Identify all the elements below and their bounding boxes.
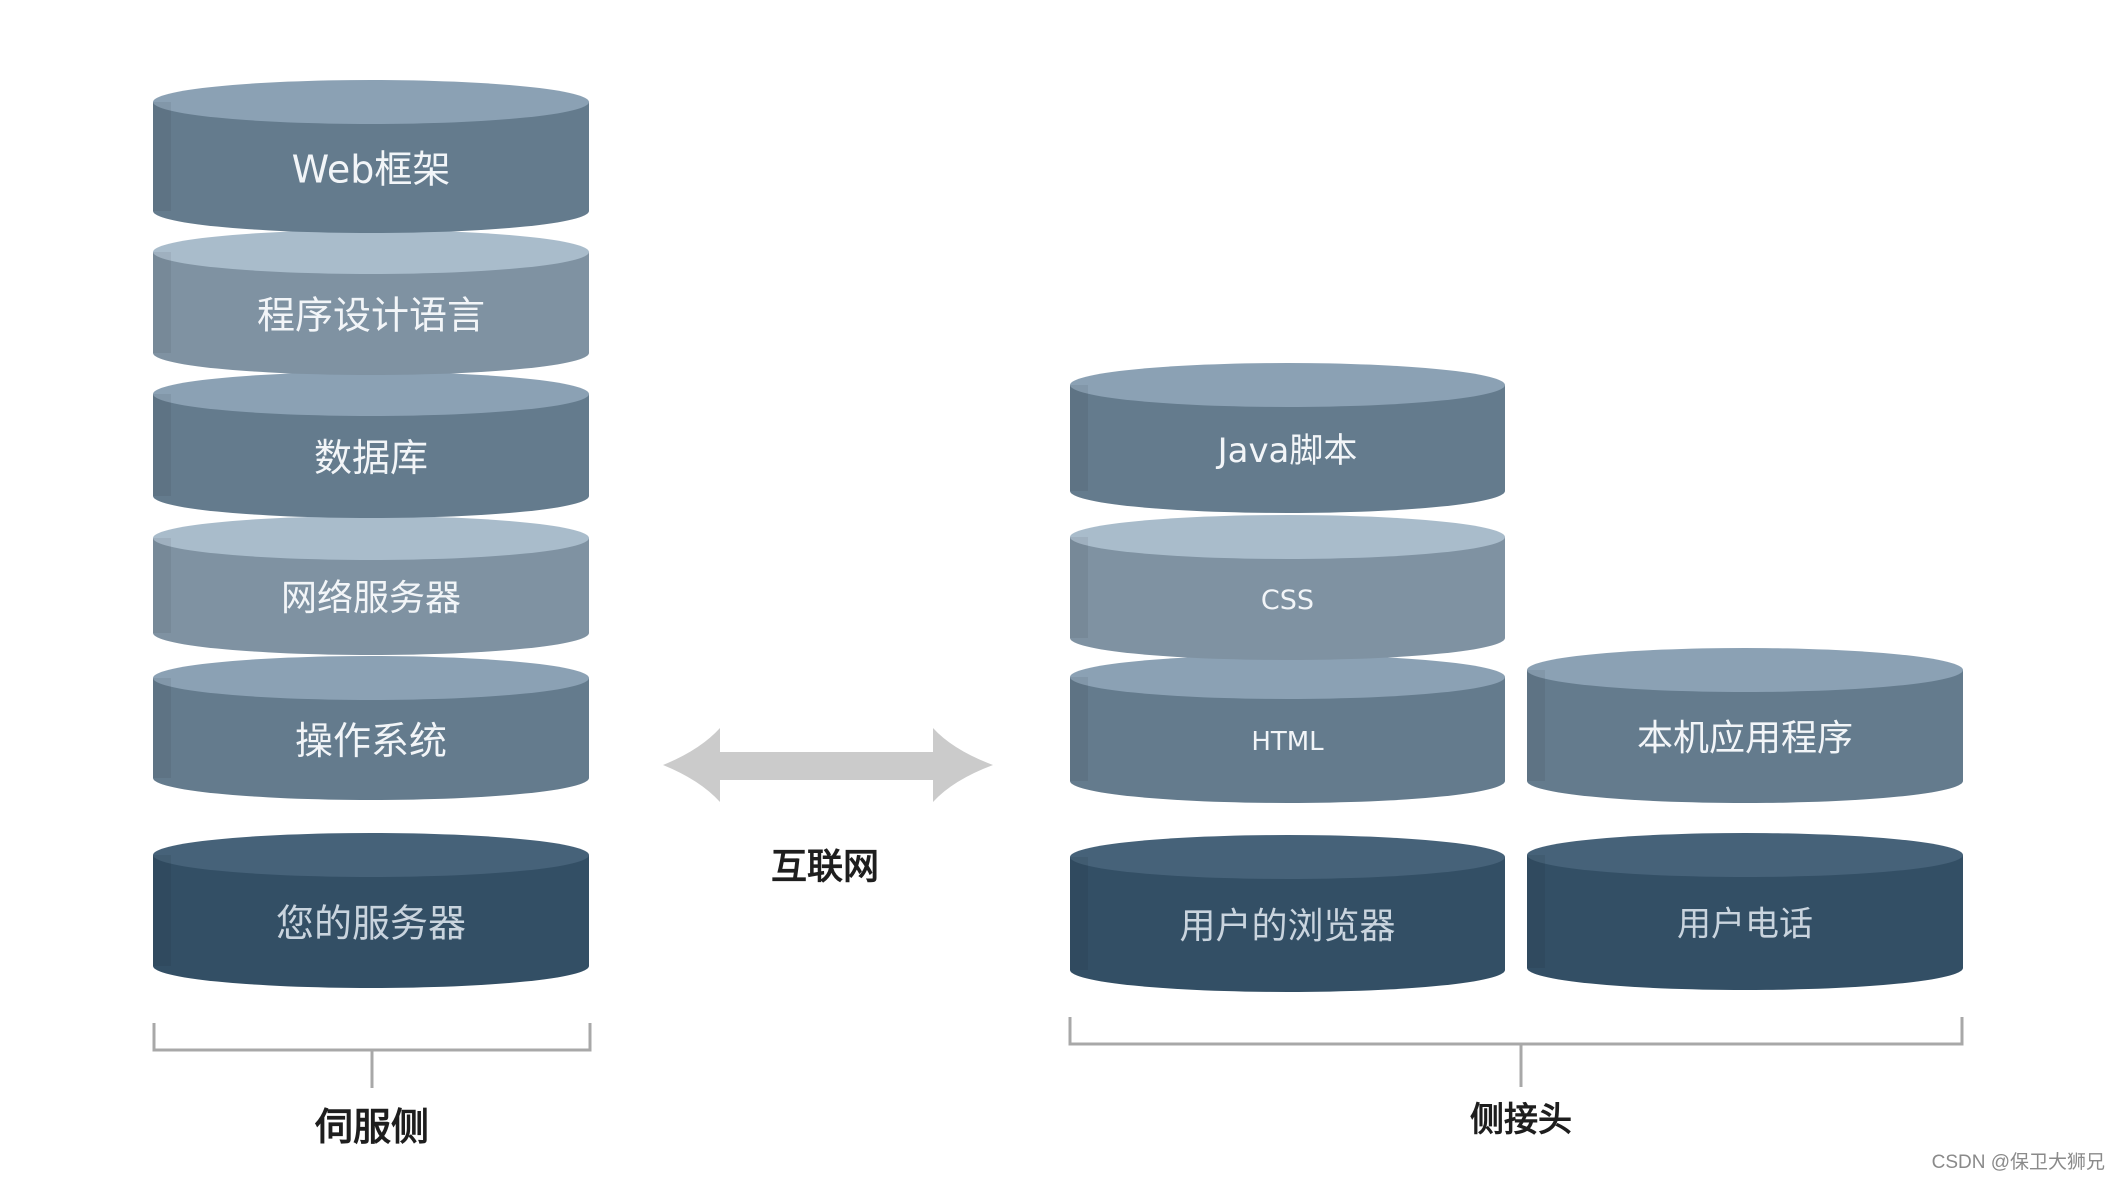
cylinder-edge-shade [1527,855,1545,968]
cylinder-side [153,394,589,518]
cylinder-top [1070,515,1505,559]
layer-label-html: HTML [1251,727,1324,757]
cylinder-edge-shade [153,394,171,496]
cylinder-side [153,538,589,655]
cylinder-top [153,80,589,124]
cylinder-edge-shade [153,538,171,633]
bidirectional-arrow-icon [663,728,993,802]
cylinder-side [1070,677,1505,803]
cylinder-side [1527,670,1963,803]
server-side-bracket: 伺服侧 [152,1023,592,1149]
cylinder-side [153,678,589,800]
cylinder-html: HTML [1070,655,1505,803]
cylinder-top [153,230,589,274]
cylinder-edge-shade [1070,857,1088,970]
cylinder-top [1527,648,1963,692]
cylinder-side [1070,537,1505,660]
cylinder-native-app: 本机应用程序 [1527,648,1963,803]
layer-label-web-framework: Web框架 [292,148,451,192]
client-side-bracket: 侧接头 [1068,1017,1964,1140]
cylinder-edge-shade [1070,385,1088,491]
cylinder-edge-shade [153,102,171,211]
cylinder-edge-shade [153,252,171,353]
cylinder-operating-system: 操作系统 [153,656,589,800]
layer-label-native-app: 本机应用程序 [1637,718,1853,759]
layer-label-operating-system: 操作系统 [295,719,447,763]
layer-label-your-server: 您的服务器 [276,902,466,946]
cylinder-side [1527,855,1963,990]
cylinder-web-server: 网络服务器 [153,516,589,655]
watermark: CSDN @保卫大狮兄 [1932,1151,2105,1173]
client-side-caption: 侧接头 [1470,1100,1572,1140]
cylinder-edge-shade [153,678,171,778]
cylinder-css: CSS [1070,515,1505,660]
cylinder-top [153,516,589,560]
layer-label-user-phone: 用户电话 [1677,905,1813,945]
cylinder-user-browser: 用户的浏览器 [1070,835,1505,993]
cylinder-side [153,102,589,233]
layer-label-css: CSS [1261,585,1314,616]
cylinder-top [1527,833,1963,877]
bracket-line [152,1023,592,1088]
cylinder-side [1070,857,1505,993]
cylinder-edge-shade [1527,670,1545,781]
bracket-line [1068,1017,1964,1087]
cylinder-web-framework: Web框架 [153,80,589,233]
cylinder-programming-language: 程序设计语言 [153,230,589,375]
layer-label-programming-language: 程序设计语言 [257,294,485,338]
cylinder-top [1070,363,1505,407]
cylinder-database: 数据库 [153,372,589,518]
cylinder-edge-shade [1070,677,1088,781]
cylinder-top [153,372,589,416]
cylinder-javascript: Java脚本 [1070,363,1505,513]
cylinder-side [153,855,589,988]
cylinder-top [1070,655,1505,699]
layer-label-javascript: Java脚本 [1216,431,1358,471]
layer-label-database: 数据库 [314,436,428,480]
layer-label-web-server: 网络服务器 [281,578,461,619]
cylinder-side [153,252,589,375]
cylinder-side [1070,385,1505,513]
internet-label: 互联网 [771,847,879,888]
cylinder-top [153,656,589,700]
internet-connection: 互联网 [663,728,993,888]
cylinder-user-phone: 用户电话 [1527,833,1963,990]
server-side-caption: 伺服侧 [314,1105,429,1149]
cylinder-edge-shade [1070,537,1088,638]
cylinder-top [1070,835,1505,879]
cylinder-edge-shade [153,855,171,966]
cylinder-top [153,833,589,877]
cylinder-your-server: 您的服务器 [153,833,589,988]
layer-label-user-browser: 用户的浏览器 [1179,906,1395,947]
